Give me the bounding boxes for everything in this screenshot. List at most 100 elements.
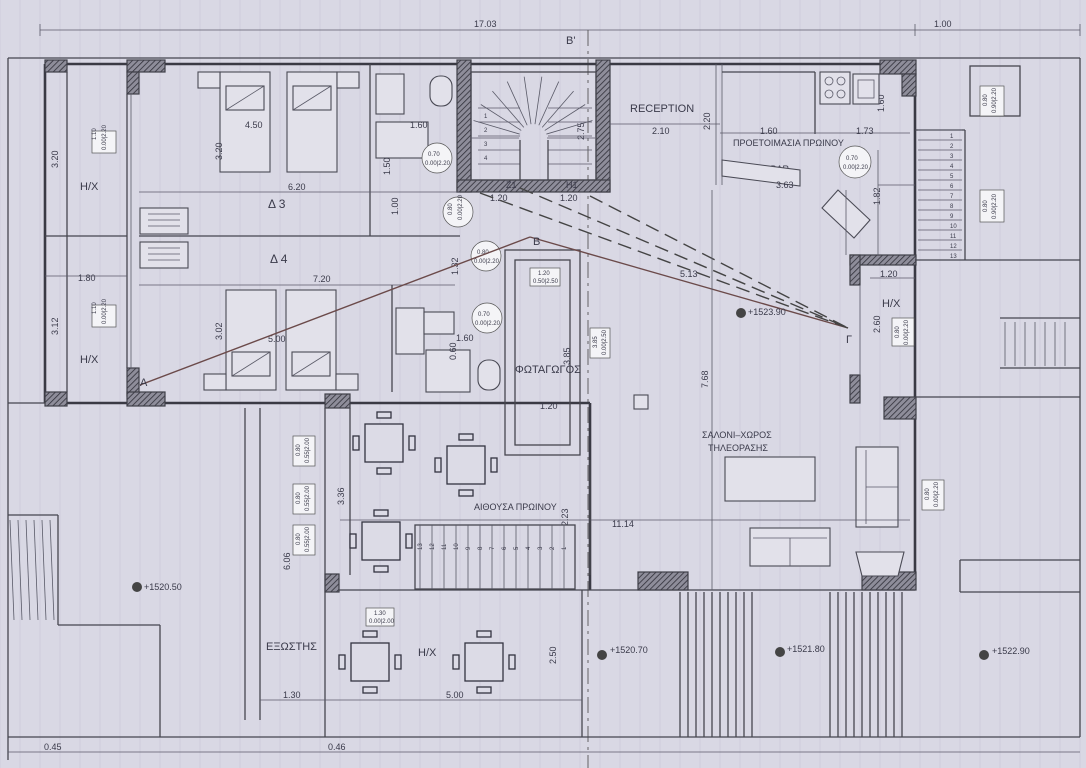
svg-text:+1523.90: +1523.90 xyxy=(748,307,786,317)
window-tag-10: 0.80 0.90|2.20 xyxy=(979,85,1005,117)
door-tag-17: 1.30 0.00|2.00 xyxy=(365,607,395,627)
stair-tread xyxy=(473,120,520,135)
dining-table xyxy=(452,630,516,694)
dim-17-03: 17.03 xyxy=(474,19,497,29)
svg-text:0.00|2.20: 0.00|2.20 xyxy=(934,481,940,507)
svg-text:1.20: 1.20 xyxy=(538,271,550,277)
sink xyxy=(852,73,880,105)
chair xyxy=(349,533,357,549)
window-tag-8: 3.85 0.00|2.50 xyxy=(589,327,611,359)
stair-tread xyxy=(523,76,532,125)
stair-step-number: 6 xyxy=(502,546,508,550)
external-stairs-bottom: +1520.70 +1521.80 +1522.90 xyxy=(597,322,1080,737)
dim-0-45: 0.45 xyxy=(44,742,62,752)
right-service-stair: 0.80 0.90|2.20 0.80 0.90|2.20 1234567891… xyxy=(915,65,1080,261)
section-line-b-prime: B' xyxy=(566,30,589,768)
stair-tread xyxy=(544,104,586,131)
svg-text:1.10: 1.10 xyxy=(92,128,98,140)
dim-3-63: 3.63 xyxy=(776,180,794,190)
wall-columns xyxy=(44,59,917,593)
dim-5-00-d4: 5.00 xyxy=(268,334,286,344)
room-label-hx-bottom: Η/Χ xyxy=(418,647,437,659)
svg-text:0.55|2.00: 0.55|2.00 xyxy=(305,437,311,463)
bathroom-d4: 1.60 0.60 1.32 xyxy=(391,257,501,393)
dim-2-60: 2.60 xyxy=(872,315,882,333)
svg-text:+1521.80: +1521.80 xyxy=(787,644,825,654)
stair-step-number: 2 xyxy=(484,128,488,134)
dim-2-10: 2.10 xyxy=(652,126,670,136)
chair xyxy=(408,435,416,451)
coffee-table xyxy=(724,456,816,502)
stair-outline xyxy=(414,524,576,590)
stair-tread xyxy=(546,120,593,135)
window-tag-15: 0.80 0.55|2.00 xyxy=(292,483,316,515)
dim-3-85: 3.85 xyxy=(562,347,572,365)
svg-text:0.80: 0.80 xyxy=(477,250,489,256)
dim-1-60-kitchen: 1.60 xyxy=(876,94,886,112)
dim-1-00: 1.00 xyxy=(390,197,400,215)
svg-text:0.50|2.50: 0.50|2.50 xyxy=(533,279,559,285)
stair-step-number: 3 xyxy=(538,546,544,550)
room-label-hx-mid-left: Η/Χ xyxy=(80,354,99,366)
svg-text:0.90|2.20: 0.90|2.20 xyxy=(992,193,998,219)
svg-text:0.80: 0.80 xyxy=(925,488,931,500)
chair xyxy=(452,654,460,670)
svg-text:0.55|2.00: 0.55|2.00 xyxy=(305,526,311,552)
dim-1-20-stair-r: 1.20 xyxy=(560,193,578,203)
dim-6-20: 6.20 xyxy=(288,182,306,192)
svg-text:0.00|2.20: 0.00|2.20 xyxy=(458,194,464,220)
stair-tread xyxy=(541,90,574,128)
chair xyxy=(373,509,389,517)
stair-step-number: 3 xyxy=(484,142,488,148)
svg-text:0.00|2.50: 0.00|2.50 xyxy=(602,329,608,355)
bottom-hx-terrace: Η/Χ 2.50 5.00 1.30 0.00|2.00 xyxy=(325,590,583,737)
label-breakfast-room: ΑΙΘΟΥΣΑ ΠΡΩΙΝΟΥ xyxy=(474,502,557,512)
dim-1-20-entrance: 1.20 xyxy=(880,269,898,279)
dining-table xyxy=(352,411,416,475)
chair xyxy=(373,565,389,573)
light-well: ΦΩΤΑΓΩΓΟΣ 1.20 3.85 1.20 0.50|2.50 3.85 … xyxy=(504,249,611,456)
dim-3-36: 3.36 xyxy=(336,487,346,505)
door-tag-9: 0.70 0.00|2.20 xyxy=(838,145,872,179)
stair-tread xyxy=(534,76,543,125)
dim-7-68: 7.68 xyxy=(700,370,710,388)
nightstand xyxy=(203,373,227,391)
level-mark-1522-90: +1522.90 xyxy=(979,646,1030,660)
stair-tread xyxy=(49,519,55,621)
svg-text:0.00|2.20: 0.00|2.20 xyxy=(425,161,451,167)
room-label-delta-4: Δ 4 xyxy=(270,252,288,266)
bottom-dimension-line: 0.45 0.46 xyxy=(8,742,1080,753)
door-tag-2: 1.10 0.00|2.20 xyxy=(91,298,117,328)
nightstand xyxy=(336,71,360,89)
chair xyxy=(362,686,378,694)
stair-step-number: 13 xyxy=(950,254,957,260)
dining-table xyxy=(434,433,498,497)
chair xyxy=(434,457,442,473)
dim-2-23: 2.23 xyxy=(560,508,570,526)
dim-4-50: 4.50 xyxy=(245,120,263,130)
section-mark-z1: Z1 xyxy=(506,180,517,190)
room-label-hx-top-left: Η/Χ xyxy=(80,181,99,193)
dim-3-02: 3.02 xyxy=(214,322,224,340)
chair xyxy=(352,435,360,451)
section-mark-a: A xyxy=(140,377,148,389)
level-mark-1520-70: +1520.70 xyxy=(597,645,648,660)
chair xyxy=(508,654,516,670)
svg-text:0.00|2.20: 0.00|2.20 xyxy=(474,259,500,265)
door-tag-12: 0.80 0.00|2.20 xyxy=(891,317,915,347)
dim-1-50: 1.50 xyxy=(382,157,392,175)
dim-1-60-bath: 1.60 xyxy=(410,120,428,130)
chair xyxy=(376,467,392,475)
svg-text:0.00|2.20: 0.00|2.20 xyxy=(904,319,910,345)
svg-text:0.80: 0.80 xyxy=(296,492,302,504)
svg-text:1.10: 1.10 xyxy=(92,302,98,314)
svg-text:0.80: 0.80 xyxy=(895,326,901,338)
svg-text:0.00|2.00: 0.00|2.00 xyxy=(369,619,395,625)
dim-1-60-bath-d4: 1.60 xyxy=(456,333,474,343)
svg-text:3.85: 3.85 xyxy=(593,336,599,348)
stair-step-number: 1 xyxy=(484,114,488,120)
chair xyxy=(476,686,492,694)
section-lines: A B Γ 5.13 xyxy=(139,187,852,389)
